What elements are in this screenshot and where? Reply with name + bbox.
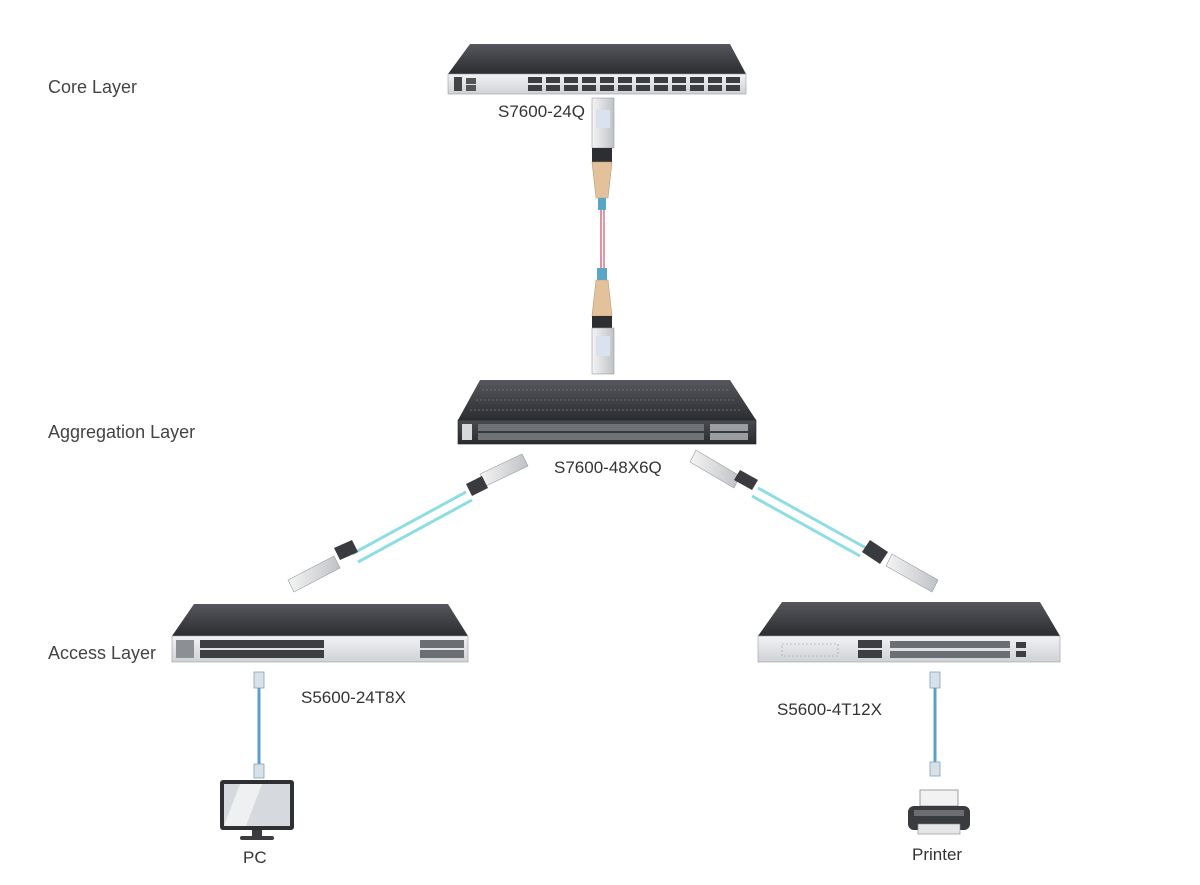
printer-label: Printer xyxy=(912,845,963,864)
core-aggregation-link xyxy=(591,97,615,375)
aggregation-layer-label: Aggregation Layer xyxy=(48,422,196,442)
access-switch-left xyxy=(171,604,469,663)
aggregation-right-link xyxy=(689,449,939,593)
core-switch-ports xyxy=(528,77,740,91)
access-switch-left-ports xyxy=(200,640,464,658)
aggregation-switch-ports xyxy=(478,424,748,440)
access-switch-left-label: S5600-24T8X xyxy=(301,688,406,707)
printer-icon xyxy=(908,789,970,835)
core-switch xyxy=(447,44,747,95)
core-switch-label: S7600-24Q xyxy=(498,102,585,121)
aggregation-switch xyxy=(457,380,757,445)
access-switch-right-ports xyxy=(781,640,1026,658)
core-layer-label: Core Layer xyxy=(48,77,138,97)
pc-icon xyxy=(220,780,294,840)
pc-cable xyxy=(253,671,265,779)
access-layer-label: Access Layer xyxy=(48,643,157,663)
access-switch-right-label: S5600-4T12X xyxy=(777,700,882,719)
aggregation-switch-label: S7600-48X6Q xyxy=(554,458,662,477)
pc-label: PC xyxy=(243,848,267,867)
printer-cable xyxy=(929,671,941,777)
aggregation-left-link xyxy=(287,453,529,593)
access-switch-right xyxy=(757,602,1061,663)
